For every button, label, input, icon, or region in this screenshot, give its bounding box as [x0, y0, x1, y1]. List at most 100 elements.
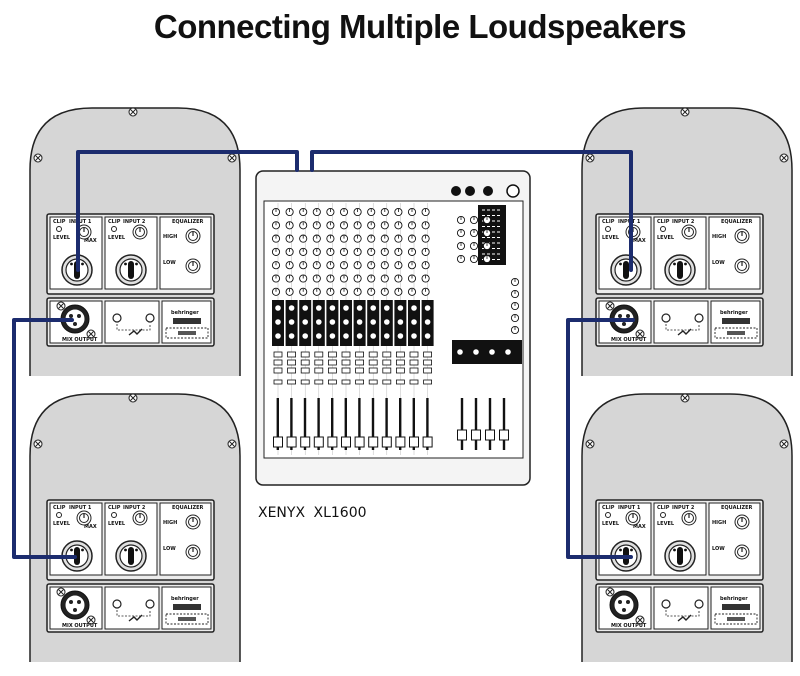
knob-icon: [312, 207, 321, 217]
knob-icon: [328, 318, 337, 326]
jack-icon: [465, 186, 475, 196]
knob-icon: [339, 247, 349, 256]
knob-icon: [328, 332, 337, 340]
knob-icon: [482, 228, 492, 238]
knob-icon: [367, 287, 376, 296]
high-label: HIGH: [712, 234, 726, 240]
screw-icon: [585, 153, 595, 163]
cable-link-right-speakers: [566, 318, 635, 559]
knob-icon: [396, 332, 405, 340]
input1-label: INPUT 1: [69, 219, 92, 225]
knob-icon: [271, 274, 281, 283]
knob-icon: [312, 261, 321, 270]
knob-icon: [380, 207, 389, 217]
max-label: MAX: [633, 238, 646, 244]
knob-icon: [355, 304, 364, 312]
fader-icon: [381, 436, 392, 448]
knob-icon: [326, 287, 335, 296]
screw-icon: [680, 107, 690, 117]
knob-icon: [456, 215, 466, 225]
knob-icon: [394, 274, 403, 283]
mix-output-label: MIX OUTPUT: [62, 337, 98, 343]
cable-mixer-to-top-left-speaker: [76, 150, 299, 272]
input1-label: INPUT 1: [69, 505, 92, 511]
knob-icon: [353, 207, 362, 217]
latch-icon: [605, 301, 615, 311]
knob-icon: [369, 318, 378, 326]
knob-icon: [285, 207, 294, 217]
knob-icon: [421, 247, 430, 256]
knob-icon: [315, 304, 323, 312]
clip-label: CLIP: [108, 505, 121, 511]
clip-label: CLIP: [657, 505, 670, 511]
knob-icon: [396, 304, 405, 312]
input1-combo-jack-icon: [610, 254, 642, 286]
knob-icon: [456, 348, 464, 356]
input2-label: INPUT 2: [672, 505, 695, 511]
knob-icon: [312, 274, 321, 283]
channel-strip: [299, 203, 312, 455]
knob-icon: [271, 207, 281, 217]
knob-icon: [274, 318, 282, 326]
mix-output-label: MIX OUTPUT: [611, 337, 647, 343]
mix-output-label: MIX OUTPUT: [611, 623, 647, 629]
high-eq-knob-icon: [734, 228, 750, 244]
knob-icon: [394, 247, 403, 256]
fader-icon: [457, 429, 467, 441]
level-label: LEVEL: [108, 521, 126, 527]
knob-icon: [394, 221, 403, 230]
low-label: LOW: [163, 546, 176, 552]
knob-icon: [326, 221, 335, 230]
level-knob-icon: [625, 510, 641, 526]
knob-icon: [383, 332, 391, 340]
fader-icon: [471, 429, 481, 441]
fader-icon: [286, 436, 297, 448]
knob-icon: [353, 247, 362, 256]
cable-link-left-speakers: [12, 318, 77, 559]
knob-icon: [367, 234, 376, 243]
mixer-model-label: XENYX XL1600: [258, 505, 367, 521]
high-eq-knob-icon: [185, 228, 201, 244]
level-label: LEVEL: [53, 235, 71, 241]
knob-icon: [312, 287, 321, 296]
knob-icon: [339, 221, 349, 230]
knob-icon: [482, 215, 492, 225]
knob-icon: [285, 274, 294, 283]
channel-strip: [339, 203, 352, 455]
knob-icon: [380, 221, 389, 230]
knob-icon: [312, 221, 321, 230]
level-knob-icon: [76, 510, 92, 526]
channel-strip: [312, 203, 325, 455]
knob-icon: [510, 289, 520, 299]
level-label: LEVEL: [657, 235, 675, 241]
knob-icon: [394, 207, 403, 217]
knob-icon: [396, 318, 405, 326]
clip-label: CLIP: [602, 219, 615, 225]
high-eq-knob-icon: [185, 514, 201, 530]
screw-icon: [585, 439, 595, 449]
clip-label: CLIP: [108, 219, 121, 225]
max-label: MAX: [633, 524, 646, 530]
knob-icon: [326, 234, 335, 243]
knob-icon: [285, 221, 294, 230]
fader-icon: [341, 436, 351, 448]
fader-icon: [313, 436, 324, 448]
knob-icon: [367, 274, 376, 283]
clip-label: CLIP: [53, 219, 66, 225]
input2-label: INPUT 2: [672, 219, 695, 225]
input2-combo-jack-icon: [115, 254, 147, 286]
mix-output-xlr-icon: [60, 590, 90, 620]
low-eq-knob-icon: [734, 544, 750, 560]
knob-icon: [271, 261, 281, 270]
knob-icon: [287, 318, 296, 326]
knob-icon: [274, 304, 282, 312]
screw-icon: [128, 107, 138, 117]
knob-icon: [315, 318, 323, 326]
low-label: LOW: [712, 260, 725, 266]
channel-strip: [367, 203, 380, 455]
knob-icon: [312, 247, 321, 256]
knob-icon: [423, 304, 432, 312]
knob-icon: [299, 207, 308, 217]
